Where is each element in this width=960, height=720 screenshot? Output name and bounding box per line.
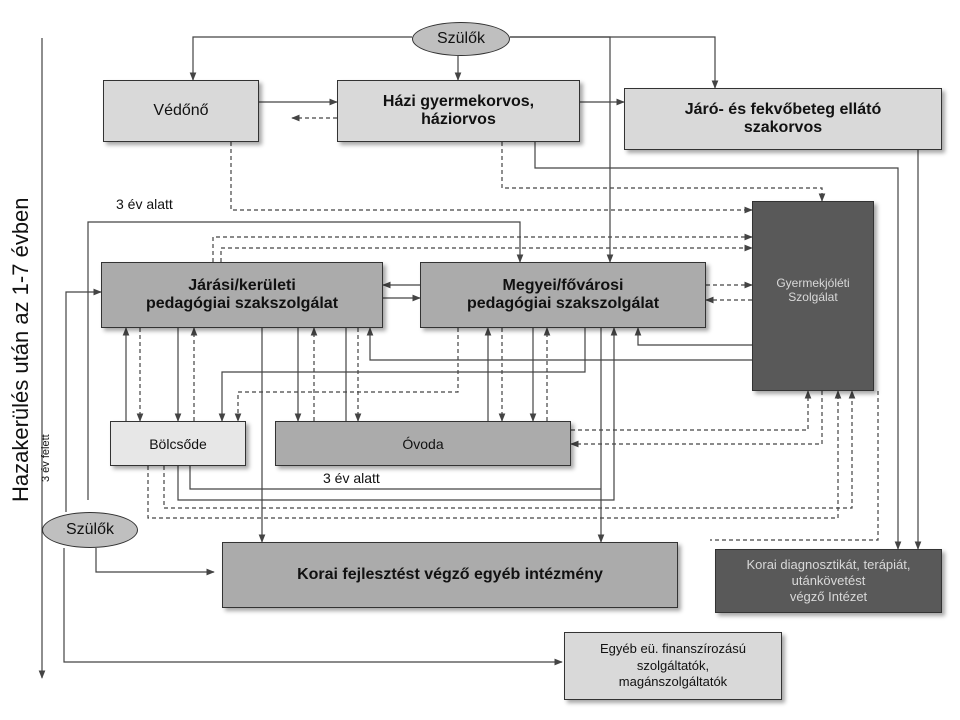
hazi-gyermekorvos-node: Házi gyermekorvos, háziorvos bbox=[337, 80, 580, 142]
szulok-top-node: Szülők bbox=[412, 22, 510, 56]
gyermekjoleti-szolgalat-node: Gyermekjóléti Szolgálat bbox=[752, 201, 874, 391]
connector-38 bbox=[571, 390, 812, 431]
connector-13 bbox=[220, 244, 753, 262]
connector-4 bbox=[510, 36, 614, 263]
szulok-left-node: Szülők bbox=[42, 512, 138, 548]
connector-12 bbox=[212, 233, 753, 262]
korai-fejlesztes-egyeb-node: Korai fejlesztést végző egyéb intézmény bbox=[222, 542, 678, 608]
jaro-fekvobeteg-node: Járó- és fekvőbeteg ellátó szakorvos bbox=[624, 88, 942, 150]
connector-23 bbox=[366, 327, 752, 361]
vedono-node: Védőnő bbox=[103, 80, 259, 142]
korai-diagnosztika-intezet-node: Korai diagnosztikát, terápiát, utánkövet… bbox=[715, 549, 942, 613]
connector-45 bbox=[189, 466, 601, 490]
connector-39 bbox=[570, 391, 823, 448]
connector-11 bbox=[230, 142, 753, 214]
bolcsode-node: Bölcsőde bbox=[110, 421, 246, 466]
connector-33 bbox=[234, 328, 459, 422]
megyei-szakszolgalat-node: Megyei/fővárosi pedagógiai szakszolgálat bbox=[420, 262, 706, 328]
side-title: Hazakerülés után az 1-7 évben bbox=[8, 197, 33, 503]
connector-14 bbox=[87, 221, 524, 500]
label-3-ev-alatt-bottom: 3 év alatt bbox=[323, 470, 380, 486]
connector-16 bbox=[63, 548, 563, 666]
connector-17 bbox=[95, 548, 215, 576]
connector-43 bbox=[163, 390, 856, 509]
connector-46 bbox=[710, 391, 879, 541]
jarasi-szakszolgalat-node: Járási/kerületi pedagógiai szakszolgálat bbox=[101, 262, 383, 328]
connector-32 bbox=[218, 328, 586, 422]
connector-42 bbox=[147, 390, 842, 519]
connector-10 bbox=[501, 142, 826, 202]
label-3-ev-alatt-top: 3 év alatt bbox=[116, 196, 173, 212]
connector-15 bbox=[65, 288, 102, 512]
side-label-3-ev-felett: 3 év felett bbox=[40, 434, 52, 482]
connector-44 bbox=[177, 327, 618, 501]
ovoda-node: Óvoda bbox=[275, 421, 571, 466]
egyeb-eu-szolgaltatok-node: Egyéb eü. finanszírozású szolgáltatók, m… bbox=[564, 632, 782, 700]
connector-9 bbox=[534, 142, 902, 550]
connector-22 bbox=[634, 327, 752, 346]
connector-1 bbox=[189, 36, 412, 81]
